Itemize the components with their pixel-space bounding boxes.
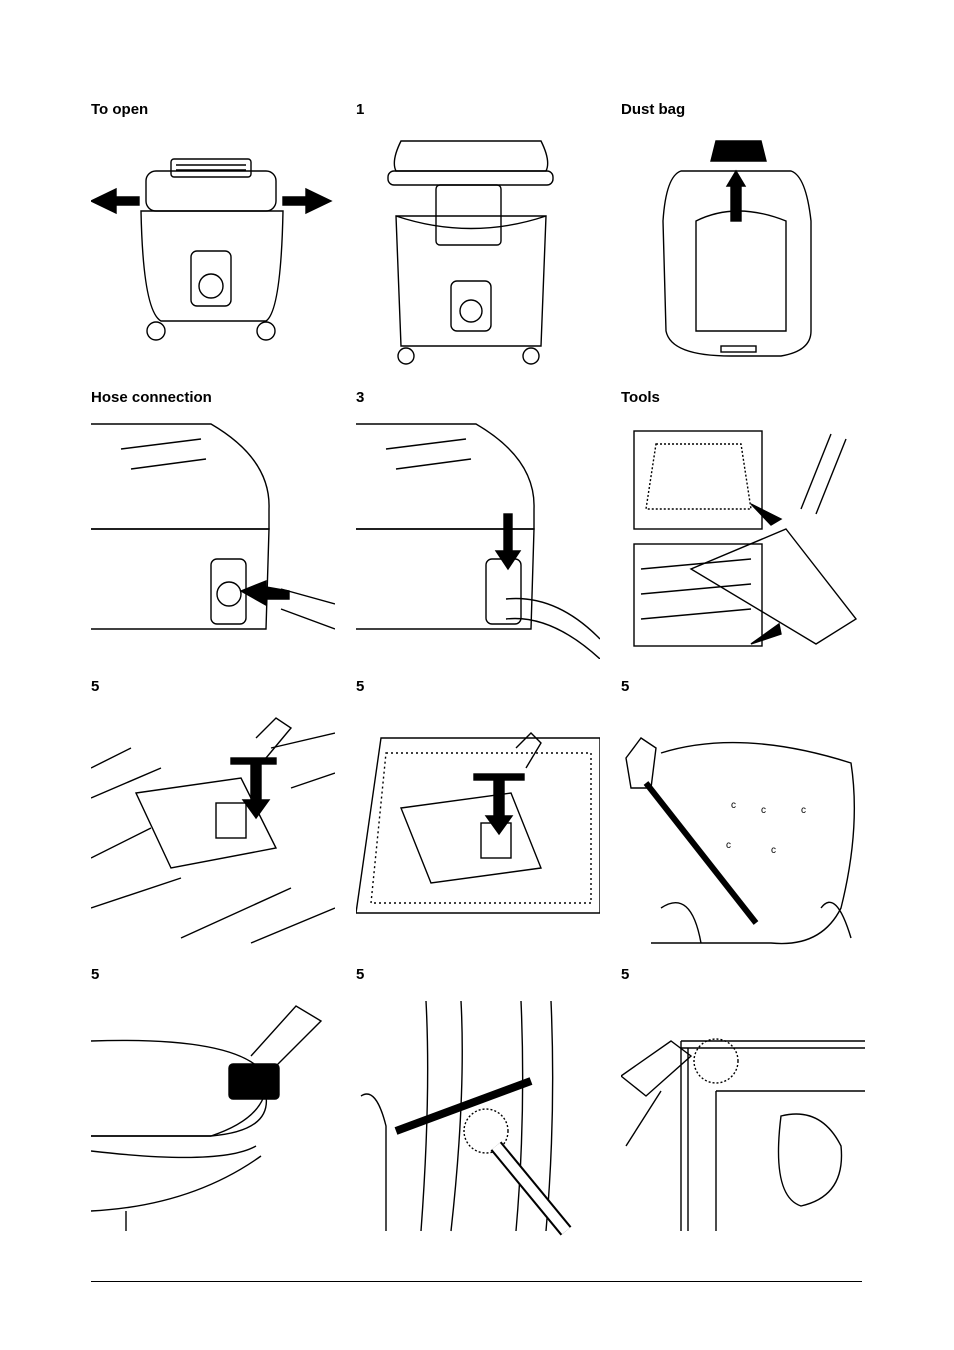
hose-connection-illustration [91, 419, 335, 659]
upholstery-nozzle-illustration: c c c c c [621, 708, 865, 948]
panel-caption: 5 [356, 678, 365, 695]
floor-nozzle-illustration [621, 419, 865, 659]
carpet-nozzle-illustration [356, 708, 600, 948]
panel-caption: Hose connection [91, 389, 212, 406]
svg-text:c: c [771, 845, 776, 856]
vacuum-lid-removed-illustration [356, 131, 600, 371]
panel-caption: 5 [621, 966, 630, 983]
radiator-brush-illustration [356, 996, 600, 1236]
svg-text:c: c [731, 800, 736, 811]
svg-text:c: c [726, 840, 731, 851]
dusting-brush-table-illustration [91, 996, 335, 1236]
picture-frame-brush-illustration [621, 996, 865, 1236]
vacuum-opening-illustration [91, 131, 335, 371]
footer-divider [91, 1281, 862, 1282]
panel-caption: Tools [621, 389, 660, 406]
panel-caption: 3 [356, 389, 365, 406]
hard-floor-nozzle-illustration [91, 708, 335, 948]
panel-caption: Dust bag [621, 101, 686, 118]
svg-text:c: c [801, 805, 806, 816]
panel-caption: 5 [91, 678, 100, 695]
panel-caption: To open [91, 101, 149, 118]
dust-bag-illustration [621, 131, 865, 371]
panel-caption: 5 [621, 678, 630, 695]
panel-caption: 1 [356, 101, 365, 118]
panel-caption: 5 [356, 966, 365, 983]
hose-locked-illustration [356, 419, 600, 659]
svg-text:c: c [761, 805, 766, 816]
panel-caption: 5 [91, 966, 100, 983]
